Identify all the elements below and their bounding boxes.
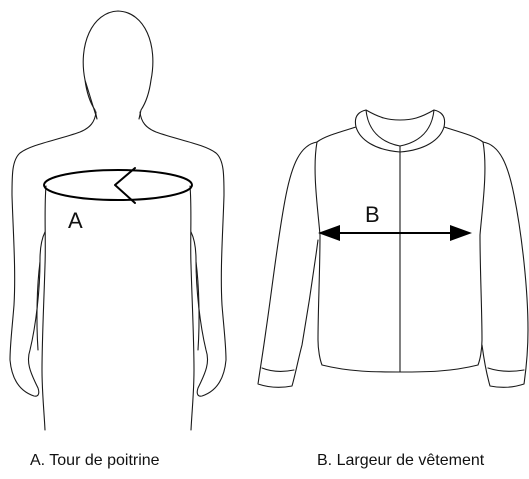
- body-left-contour: [10, 112, 96, 396]
- body-figure: A: [10, 11, 226, 430]
- jacket-figure: B: [258, 110, 528, 387]
- jacket-left-cuff: [262, 368, 294, 371]
- marker-letter-a: A: [68, 208, 83, 233]
- jacket-collar-outline: [355, 110, 444, 127]
- chest-measure-arrowhead: [115, 168, 135, 203]
- marker-letter-b: B: [365, 202, 380, 227]
- caption-chest-circumference: A. Tour de poitrine: [30, 452, 160, 470]
- jacket-right-sleeve: [482, 142, 528, 387]
- body-torso-right: [190, 186, 194, 430]
- caption-garment-width: B. Largeur de vêtement: [317, 452, 484, 470]
- body-torso-left: [42, 186, 46, 430]
- jacket-left-sleeve: [258, 142, 318, 387]
- chest-measure-ellipse: [44, 170, 192, 200]
- body-head-outline: [83, 11, 153, 119]
- width-measure-arrowhead-right: [450, 225, 472, 241]
- jacket-right-cuff: [488, 368, 524, 371]
- body-right-contour: [140, 112, 226, 396]
- width-measure-arrowhead-left: [318, 225, 340, 241]
